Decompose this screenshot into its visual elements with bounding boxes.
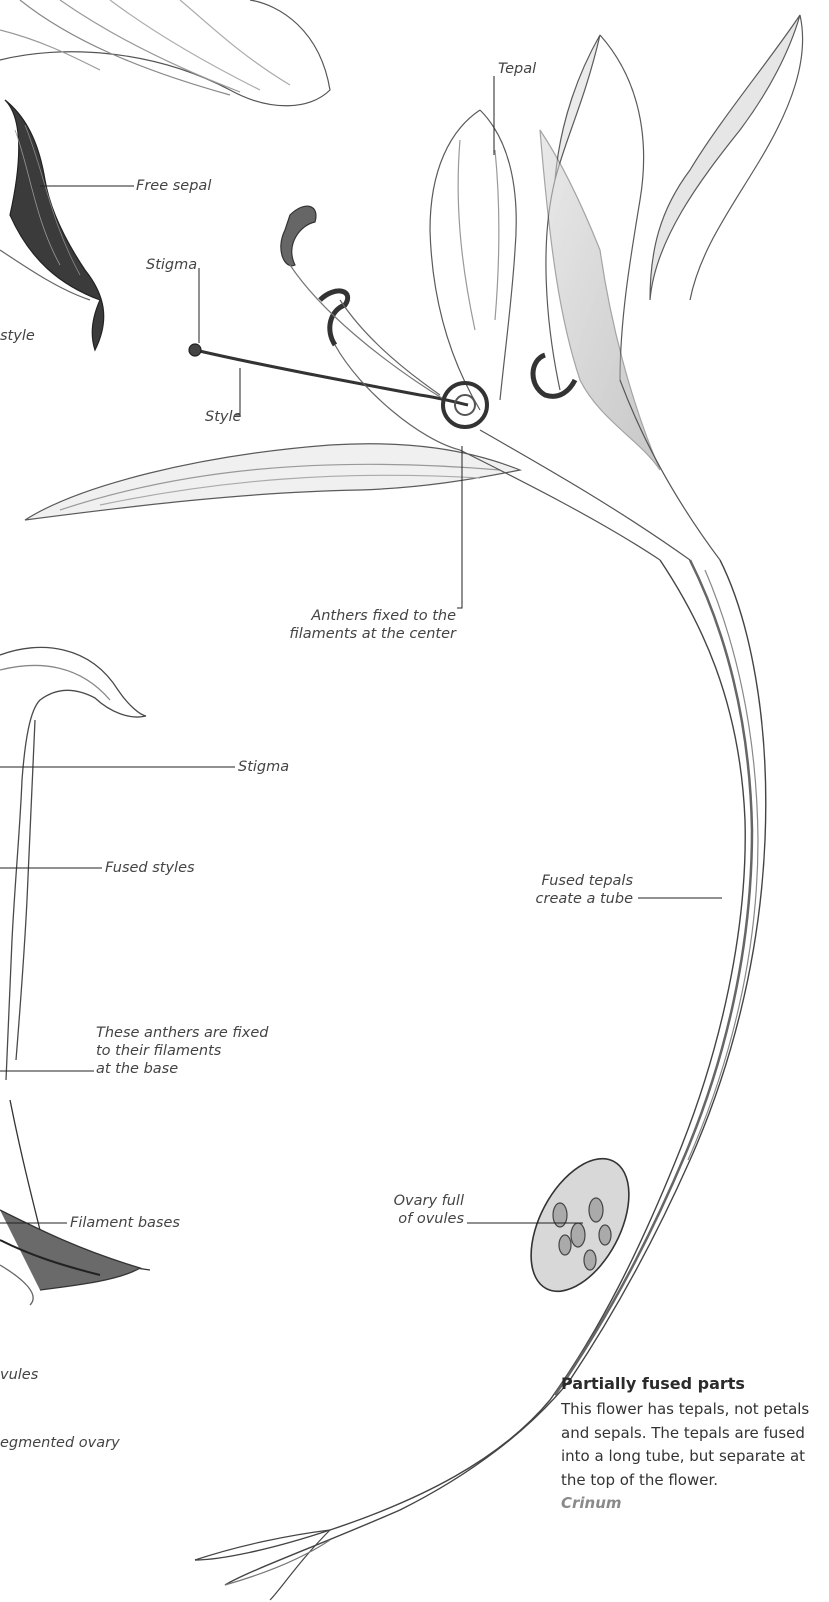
label-ovary-line1: Ovary full	[360, 1192, 464, 1210]
label-fused-tepals-line2: create a tube	[520, 890, 633, 908]
label-free-sepal: Free sepal	[136, 177, 211, 195]
label-stigma-top: Stigma	[146, 256, 197, 274]
label-ovules-edge: vules	[0, 1366, 38, 1384]
label-fused-tepals: Fused tepals create a tube	[520, 872, 633, 908]
label-ovary: Ovary full of ovules	[360, 1192, 464, 1228]
label-fused-tepals-line1: Fused tepals	[520, 872, 633, 890]
label-style-top: Style	[205, 408, 241, 426]
top-left-flower-fragment	[0, 0, 330, 350]
label-anthers-base-line2: to their filaments	[96, 1042, 269, 1060]
label-segmented-ovary-edge: egmented ovary	[0, 1434, 120, 1452]
label-anthers-base-line1: These anthers are fixed	[96, 1024, 269, 1042]
label-anthers-center-line1: Anthers fixed to the	[280, 607, 456, 625]
crinum-flower	[25, 15, 803, 1600]
lower-left-flower-section	[0, 647, 150, 1305]
caption-genus: Crinum	[561, 1492, 829, 1515]
label-ovary-line2: of ovules	[360, 1210, 464, 1228]
label-filament-bases: Filament bases	[70, 1214, 180, 1232]
label-fused-styles: Fused styles	[105, 859, 195, 877]
caption-block: Partially fused parts This flower has te…	[561, 1373, 829, 1515]
label-anthers-base: These anthers are fixed to their filamen…	[96, 1024, 269, 1078]
caption-body: This flower has tepals, not petals and s…	[561, 1398, 829, 1492]
label-anthers-center: Anthers fixed to the filaments at the ce…	[280, 607, 456, 643]
label-style-edge: style	[0, 327, 35, 345]
label-anthers-base-line3: at the base	[96, 1060, 269, 1078]
label-tepal: Tepal	[498, 60, 536, 78]
label-anthers-center-line2: filaments at the center	[280, 625, 456, 643]
label-stigma-lower: Stigma	[238, 758, 289, 776]
caption-title: Partially fused parts	[561, 1373, 829, 1395]
